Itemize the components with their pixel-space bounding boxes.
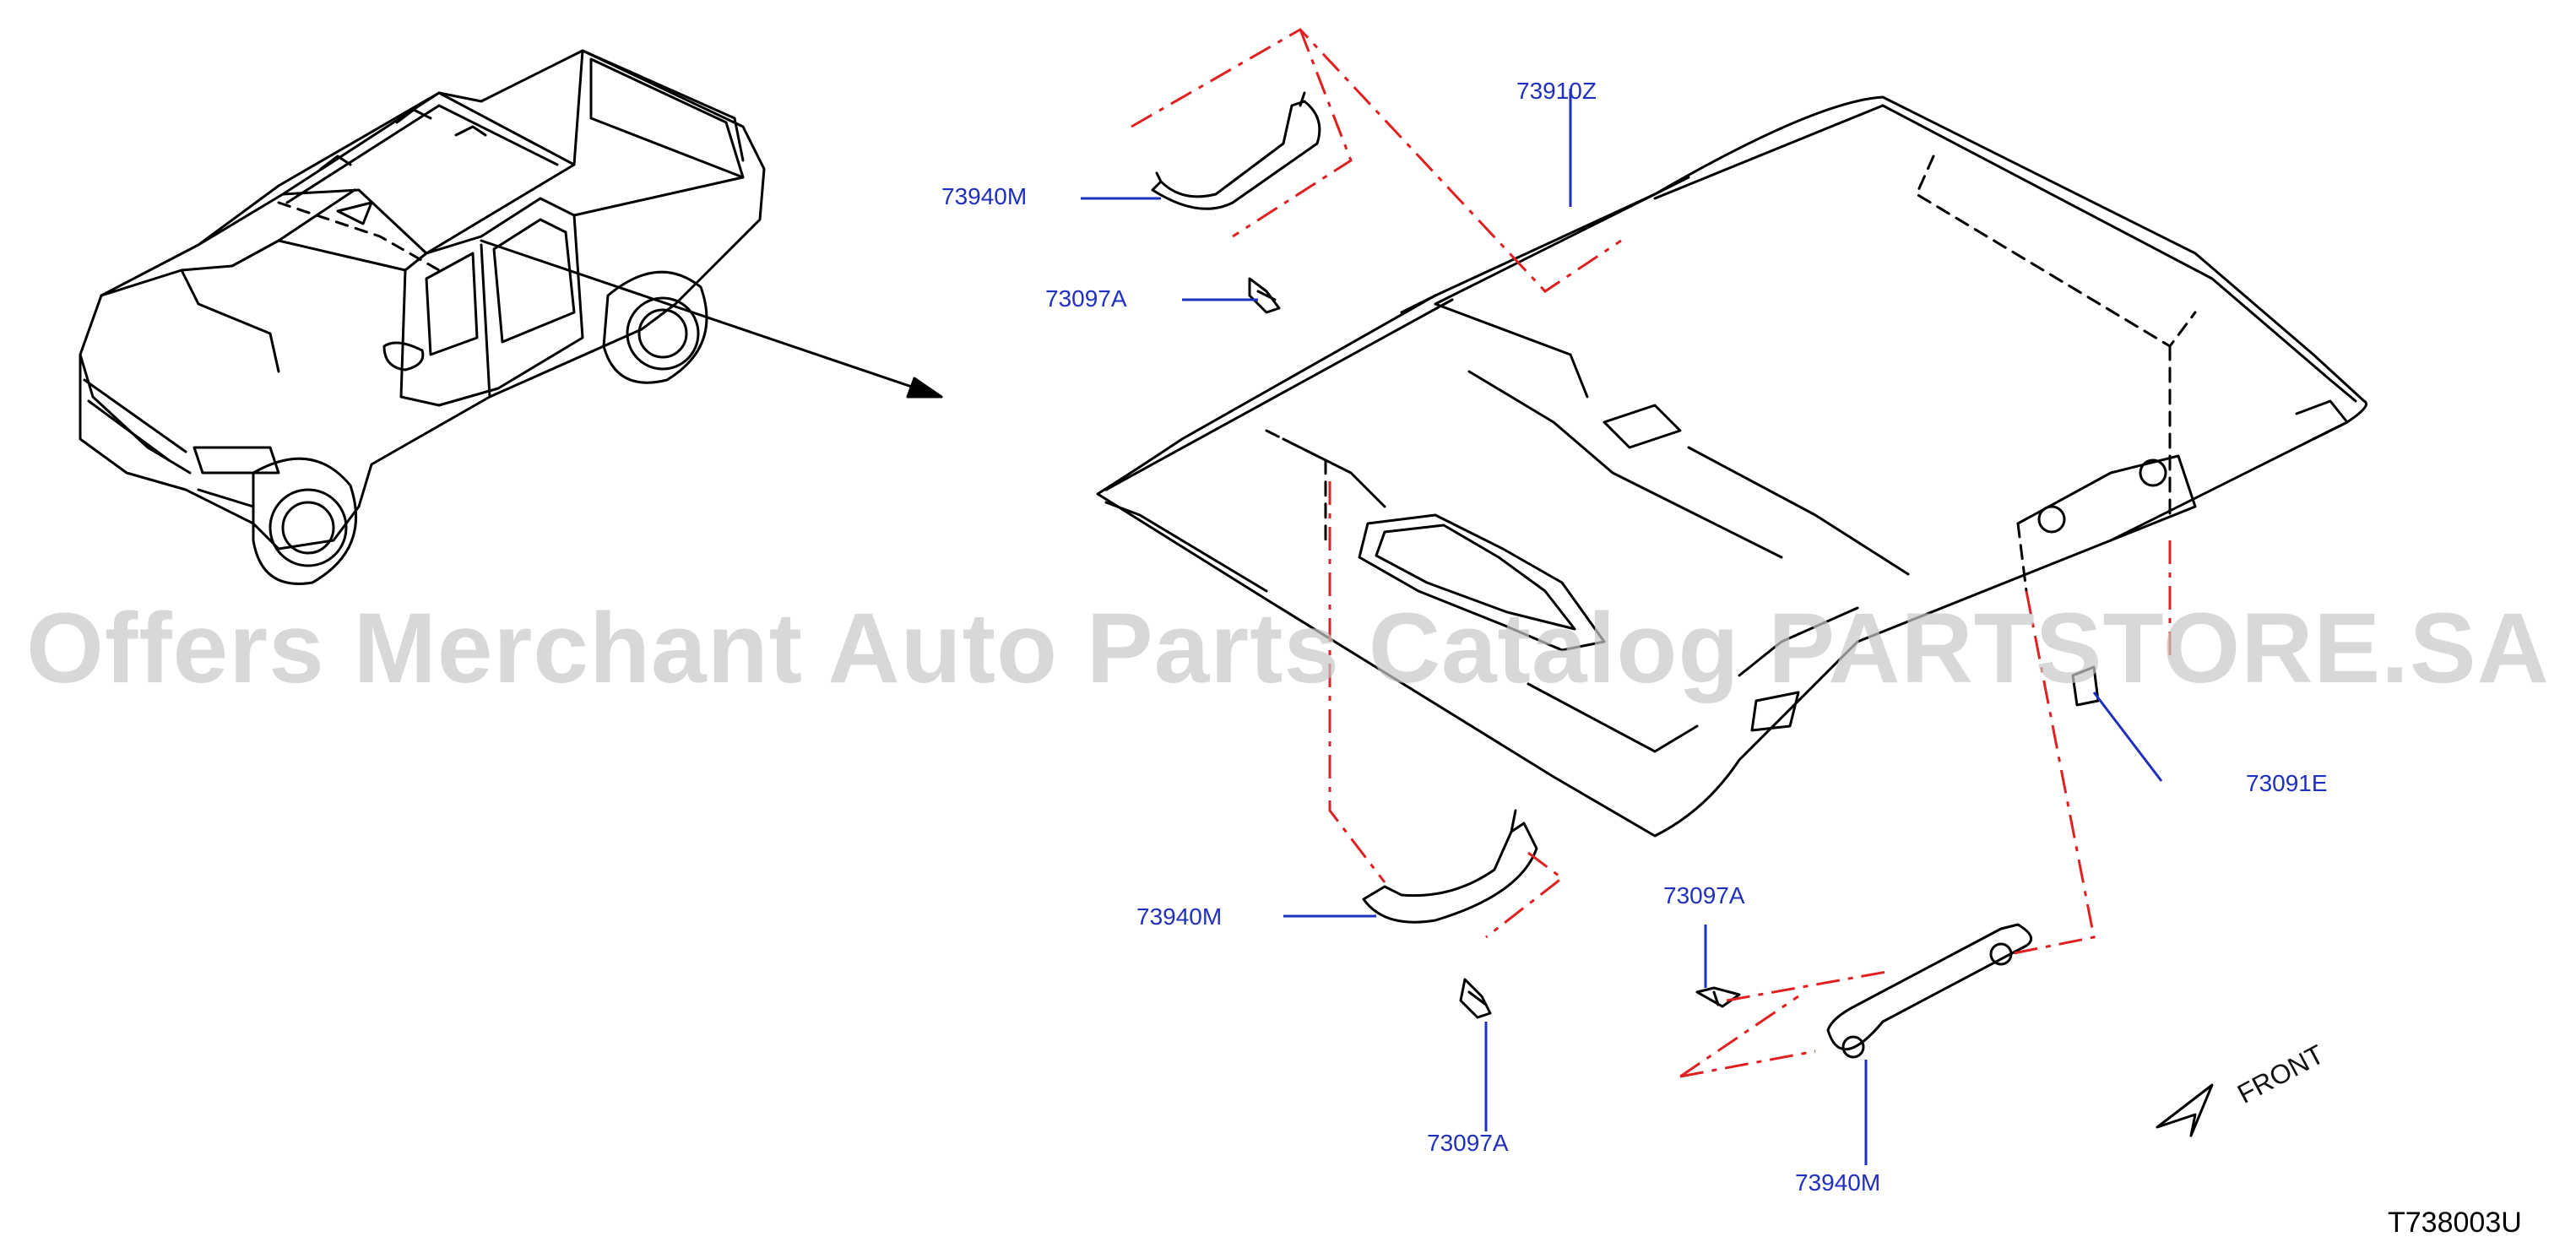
- front-arrow-icon: [2156, 1083, 2214, 1137]
- clip-right: [2071, 665, 2100, 707]
- clip-upper: [1248, 277, 1281, 314]
- clip-lower: [1695, 986, 1741, 1008]
- drawing-code: T738003U: [2388, 1207, 2522, 1239]
- assist-grip-middle: [1362, 809, 1538, 924]
- vehicle-illustration: [79, 49, 943, 585]
- watermark-text: Offers Merchant Auto Parts Catalog PARTS…: [26, 593, 2550, 704]
- callout-73097a-lower[interactable]: 73097A: [1663, 882, 1745, 909]
- assembly-paths: [1131, 28, 2172, 1078]
- callout-73940m-middle[interactable]: 73940M: [1136, 903, 1223, 930]
- assist-grip-upper: [1151, 91, 1321, 210]
- assist-grip-lower: [1826, 923, 2033, 1059]
- headlining-panel: [1096, 95, 2367, 838]
- callout-73097a-upper[interactable]: 73097A: [1045, 285, 1127, 312]
- clip-middle: [1459, 978, 1492, 1019]
- callout-73940m-upper[interactable]: 73940M: [941, 183, 1028, 209]
- leader-lines: [1081, 89, 2163, 1165]
- callout-73910z[interactable]: 73910Z: [1516, 78, 1597, 104]
- callout-73940m-lower[interactable]: 73940M: [1795, 1169, 1881, 1196]
- callout-73097a-middle[interactable]: 73097A: [1427, 1130, 1509, 1156]
- callout-73091e[interactable]: 73091E: [2246, 770, 2328, 796]
